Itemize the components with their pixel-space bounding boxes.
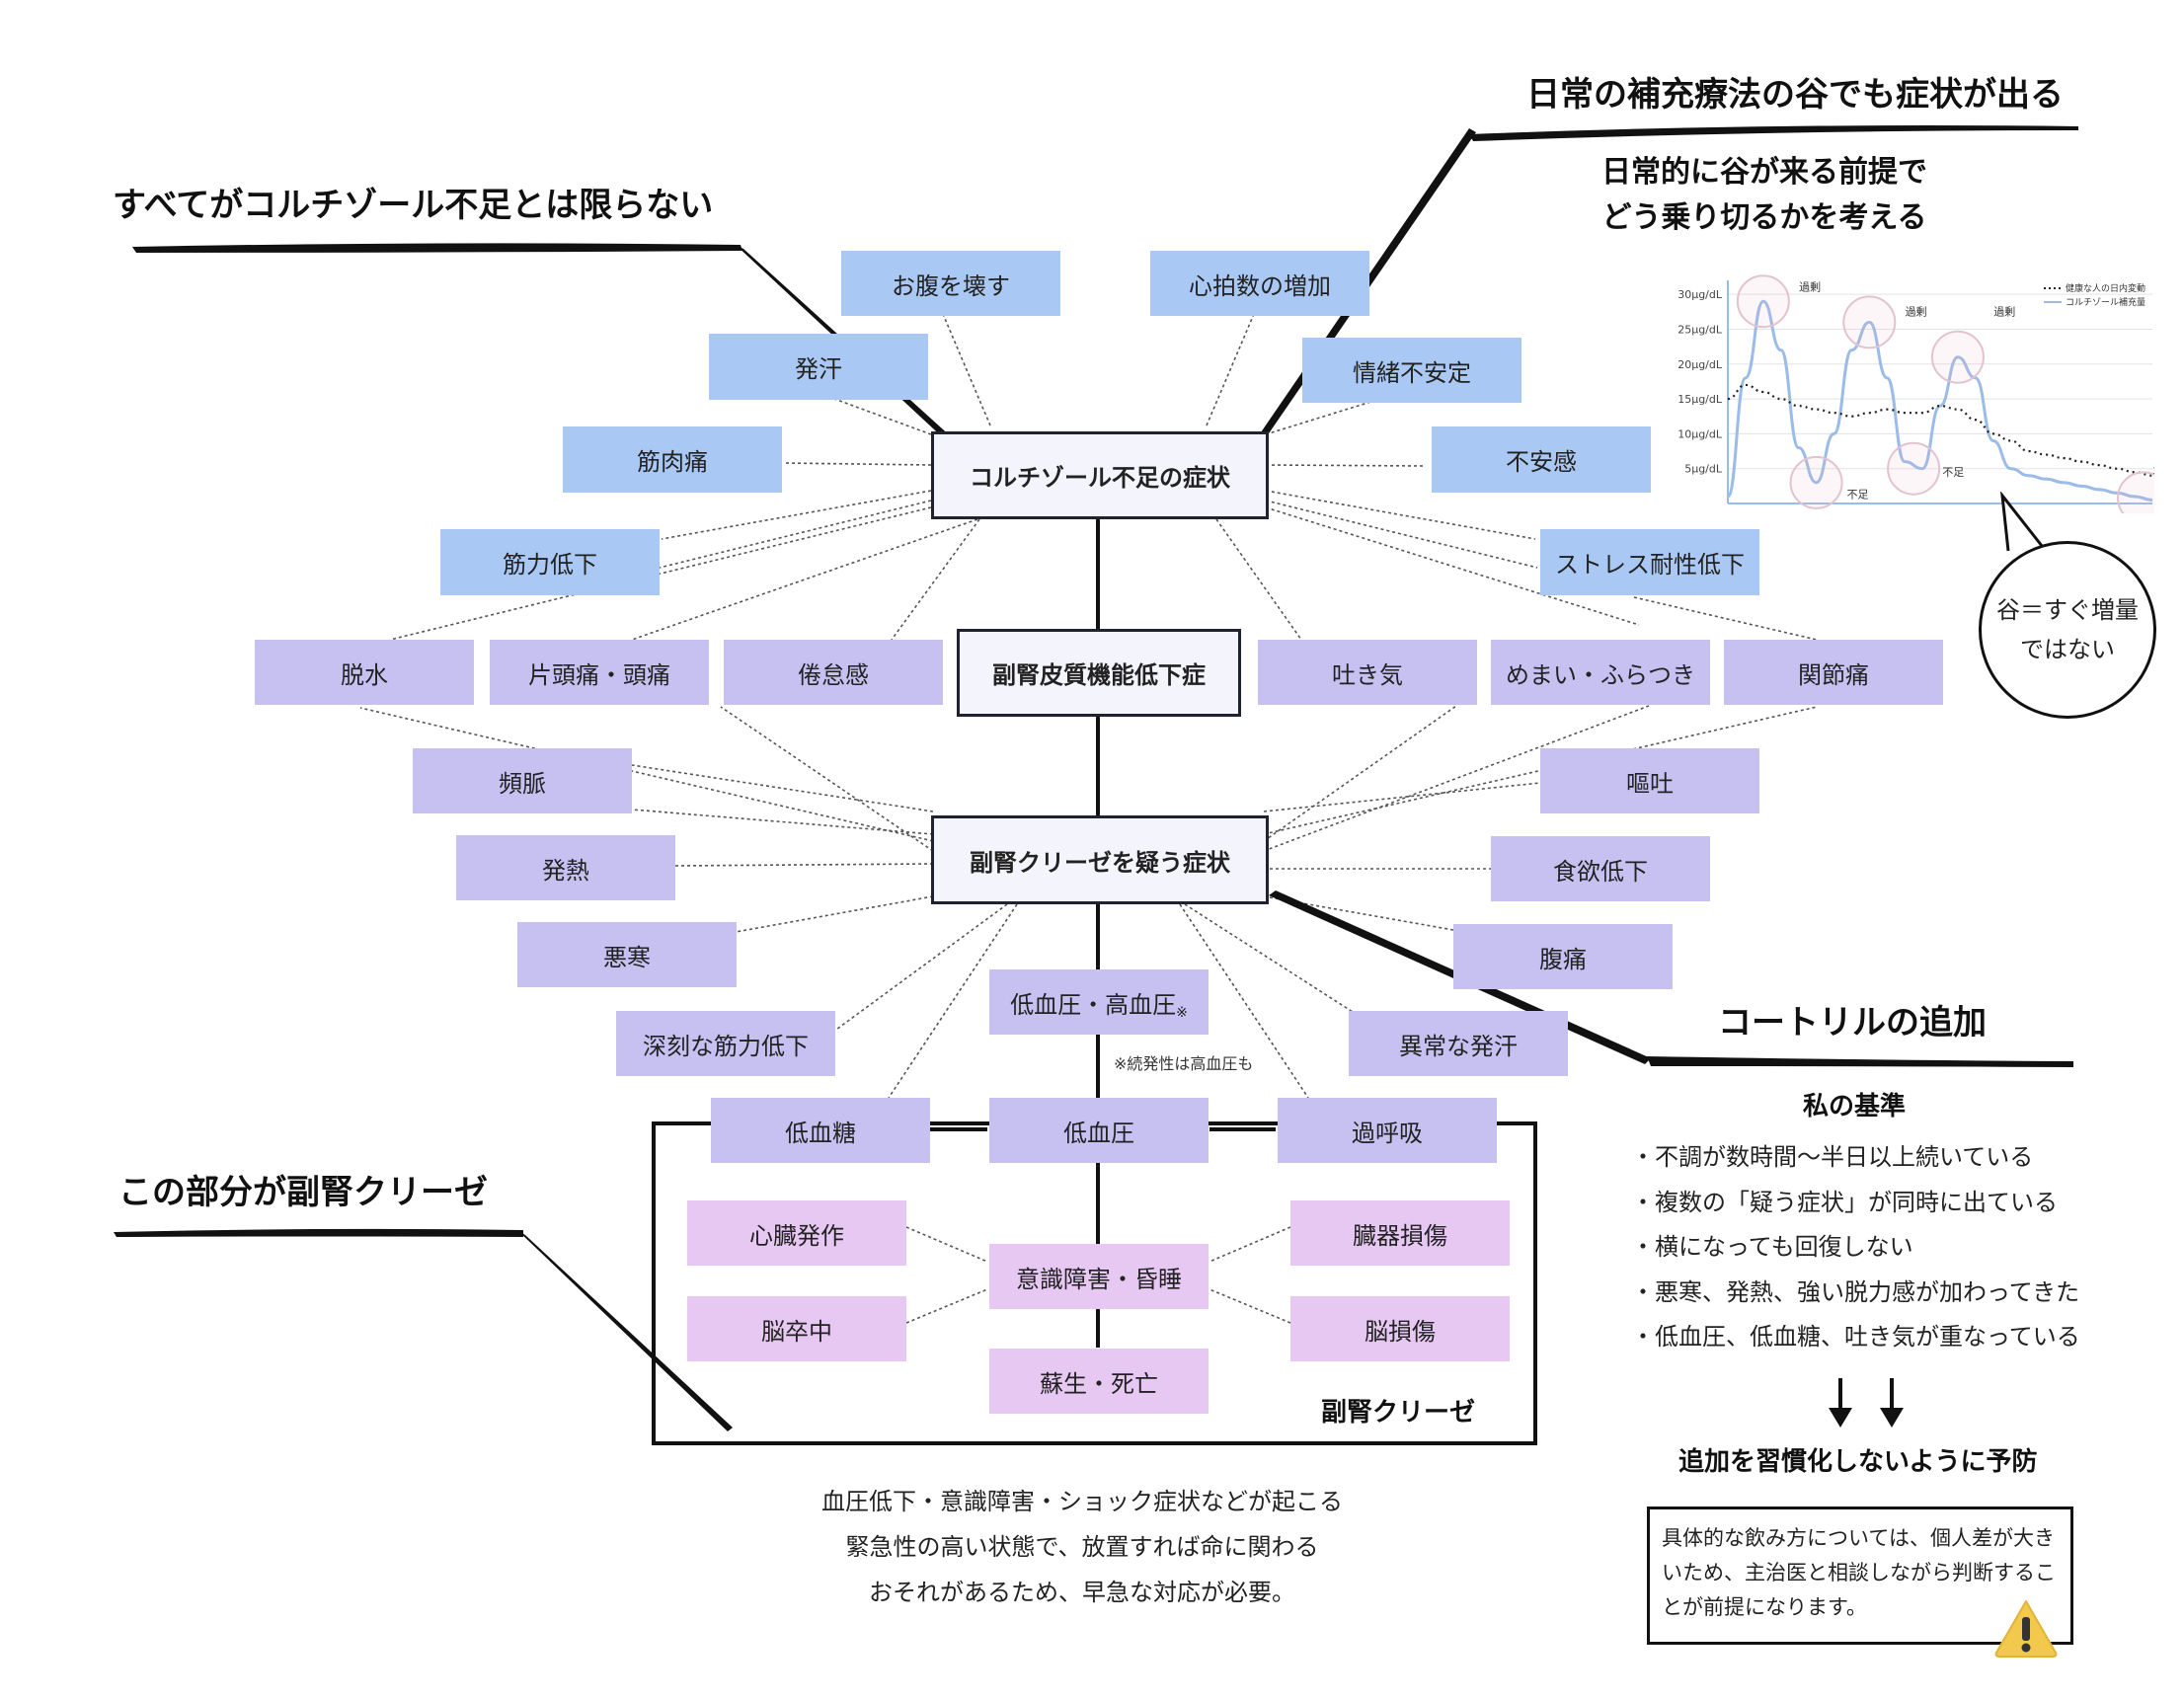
bp-mark: ※ <box>1176 1005 1188 1021</box>
chart-series-healthy <box>1727 383 2153 477</box>
warning-icon <box>1994 1600 2058 1658</box>
chart-legend-label: コルチゾール補充量 <box>2066 296 2145 308</box>
crisis-hypotension: 低血圧 <box>989 1098 1209 1163</box>
crisis-hypoglycemia: 低血糖 <box>711 1098 930 1163</box>
symptom-vomiting: 嘔吐 <box>1540 748 1759 813</box>
bp-footnote: ※続発性は高血圧も <box>1114 1054 1254 1073</box>
chart-ytick-label: 20μg/dL <box>1677 358 1723 371</box>
doctor-note: 具体的な飲み方については、個人差が大きいため、主治医と相談しながら判断することが… <box>1647 1507 2073 1645</box>
chart-highlight-circle <box>1789 455 1843 509</box>
heading-valley-symptoms: 日常の補充療法の谷でも症状が出る <box>1526 75 2064 115</box>
speech-bubble: 谷＝すぐ増量 ではない <box>1979 541 2156 719</box>
chart-ytick-label: 25μg/dL <box>1677 323 1723 336</box>
crisis-brain-damage: 脳損傷 <box>1290 1296 1510 1361</box>
crisis-label: 副腎クリーゼ <box>1321 1398 1476 1428</box>
chart-highlight-circle <box>1930 330 1985 384</box>
chart-annotation: 不足 <box>2153 466 2155 479</box>
chart-highlight-circle <box>1842 295 1897 349</box>
symptom-anxiety: 不安感 <box>1432 426 1651 493</box>
symptom-emotional: 情緒不安定 <box>1302 338 1521 403</box>
criteria-item: ・低血圧、低血糖、吐き気が重なっている <box>1631 1323 2080 1351</box>
symptom-dehydration: 脱水 <box>255 640 474 705</box>
chart-annotation: 過剰 <box>1799 281 1821 294</box>
symptom-weakness: 筋力低下 <box>440 529 660 595</box>
symptom-fatigue: 倦怠感 <box>724 640 943 705</box>
symptom-blood-pressure: 低血圧・高血圧※ <box>989 969 1209 1035</box>
chart-ytick-label: 10μg/dL <box>1677 427 1723 440</box>
chart-annotation: 不足 <box>1847 488 1869 501</box>
crisis-heart-attack: 心臓発作 <box>687 1200 906 1266</box>
symptom-abnormal-sweating: 異常な発汗 <box>1349 1011 1568 1076</box>
symptom-nausea: 吐き気 <box>1258 640 1477 705</box>
crisis-desc-line2: 緊急性の高い状態で、放置すれば命に関わる <box>845 1533 1319 1561</box>
bp-label: 低血圧・高血圧 <box>1010 990 1177 1019</box>
chart-ytick-label: 5μg/dL <box>1684 463 1723 476</box>
crisis-hyperventilation: 過呼吸 <box>1278 1098 1497 1163</box>
symptom-upset-stomach: お腹を壊す <box>841 251 1060 316</box>
symptom-sweating: 発汗 <box>709 334 928 400</box>
crisis-desc-line3: おそれがあるため、早急な対応が必要。 <box>869 1579 1295 1606</box>
symptom-appetite-loss: 食欲低下 <box>1491 836 1710 901</box>
chart-annotation: 過剰 <box>1906 305 1927 318</box>
chart-annotation: 過剰 <box>1993 305 2015 318</box>
crisis-description: 血圧低下・意識障害・ショック症状などが起こる 緊急性の高い状態で、放置すれば命に… <box>821 1479 1343 1615</box>
symptom-chills: 悪寒 <box>517 922 737 987</box>
heading-crisis-callout: この部分が副腎クリーゼ <box>118 1173 488 1212</box>
crisis-stroke: 脳卒中 <box>687 1296 906 1361</box>
criteria-item: ・横になっても回復しない <box>1631 1233 1913 1261</box>
chart-annotation: 不足 <box>1942 466 1964 479</box>
bubble-line1: 谷＝すぐ増量 <box>1996 596 2139 624</box>
crisis-consciousness: 意識障害・昏睡 <box>989 1244 1209 1309</box>
criteria-item: ・不調が数時間〜半日以上続いている <box>1631 1143 2034 1171</box>
crisis-organ-damage: 臓器損傷 <box>1290 1200 1510 1266</box>
valley-note: 日常的に谷が来る前提で どう乗り切るかを考える <box>1601 150 1927 241</box>
chart-highlight-circle <box>2117 471 2154 513</box>
chart-legend-label: 健康な人の日内変動 <box>2066 282 2145 294</box>
core-cortisol-deficiency: コルチゾール不足の症状 <box>931 431 1269 519</box>
symptom-heart-rate: 心拍数の増加 <box>1150 251 1369 316</box>
core-crisis-suspect: 副腎クリーゼを疑う症状 <box>931 815 1269 904</box>
criteria-item: ・悪寒、発熱、強い脱力感が加わってきた <box>1631 1277 2080 1306</box>
symptom-stress-tolerance: ストレス耐性低下 <box>1540 529 1759 595</box>
crisis-resuscitation-death: 蘇生・死亡 <box>989 1349 1209 1414</box>
bubble-tail <box>2000 492 2048 552</box>
chart-highlight-circle <box>1736 274 1790 329</box>
symptom-joint-pain: 関節痛 <box>1724 640 1943 705</box>
heading-not-all-cortisol: すべてがコルチゾール不足とは限らない <box>113 186 714 225</box>
heading-cortril: コートリルの追加 <box>1718 1003 1987 1043</box>
bubble-line2: ではない <box>2020 636 2115 663</box>
valley-note-line1: 日常的に谷が来る前提で <box>1601 155 1927 190</box>
chart-ytick-label: 15μg/dL <box>1677 393 1723 406</box>
criteria-list: ・不調が数時間〜半日以上続いている ・複数の「疑う症状」が同時に出ている ・横に… <box>1631 1135 2080 1360</box>
symptom-fever: 発熱 <box>456 835 675 900</box>
criteria-item: ・複数の「疑う症状」が同時に出ている <box>1631 1188 2058 1216</box>
cortisol-chart: 30μg/dL 25μg/dL 20μg/dL 15μg/dL 10μg/dL 5μg/d… <box>1677 274 2155 513</box>
prevent-habit: 追加を習慣化しないように予防 <box>1678 1447 2038 1477</box>
symptom-dizziness: めまい・ふらつき <box>1491 640 1710 705</box>
symptom-headache: 片頭痛・頭痛 <box>490 640 709 705</box>
symptom-tachycardia: 頻脈 <box>413 748 632 813</box>
symptom-muscle-pain: 筋肉痛 <box>563 426 782 493</box>
symptom-abdominal-pain: 腹痛 <box>1453 924 1673 989</box>
symptom-severe-weakness: 深刻な筋力低下 <box>616 1011 835 1076</box>
valley-note-line2: どう乗り切るかを考える <box>1601 200 1927 235</box>
chart-highlight-circle <box>1887 441 1941 496</box>
criteria-title: 私の基準 <box>1803 1092 1907 1121</box>
chart-ytick-label: 30μg/dL <box>1677 288 1723 301</box>
core-adrenal-insufficiency: 副腎皮質機能低下症 <box>957 629 1241 717</box>
crisis-desc-line1: 血圧低下・意識障害・ショック症状などが起こる <box>821 1488 1343 1515</box>
